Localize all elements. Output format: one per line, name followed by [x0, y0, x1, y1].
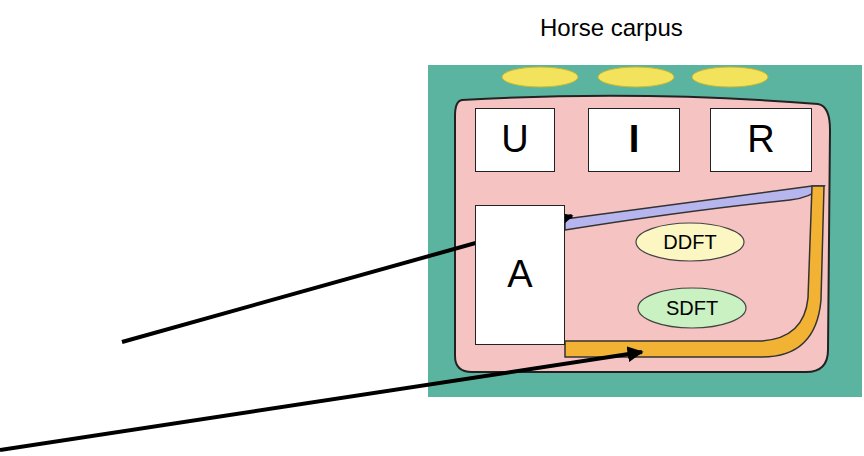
extensor-tendon: [598, 67, 674, 87]
carpal-bone-box: A: [475, 205, 565, 345]
leader-arrow: [0, 352, 642, 450]
carpal-bone-box: R: [710, 108, 812, 172]
ellipse-shape: [636, 223, 744, 261]
tendon-ellipse: DDFT: [635, 222, 745, 262]
tendon-ellipse: SDFT: [637, 287, 747, 329]
node-label: A: [507, 254, 532, 296]
node-label: DDFT: [663, 231, 716, 253]
skin-ground: [428, 65, 862, 397]
carpal-bone-box: I: [588, 108, 680, 172]
carpal-region: [455, 96, 830, 372]
ellipse-shape: [638, 288, 746, 328]
flexor-retinaculum-band: [565, 186, 824, 357]
carpal-bone-box: U: [475, 108, 555, 172]
node-label: R: [747, 119, 774, 161]
diagram-title: Horse carpus: [540, 14, 683, 42]
node-label: SDFT: [666, 297, 718, 319]
extensor-tendon: [502, 67, 578, 87]
extensor-tendon: [692, 67, 768, 87]
node-label: U: [501, 119, 528, 161]
node-label: I: [629, 119, 640, 161]
